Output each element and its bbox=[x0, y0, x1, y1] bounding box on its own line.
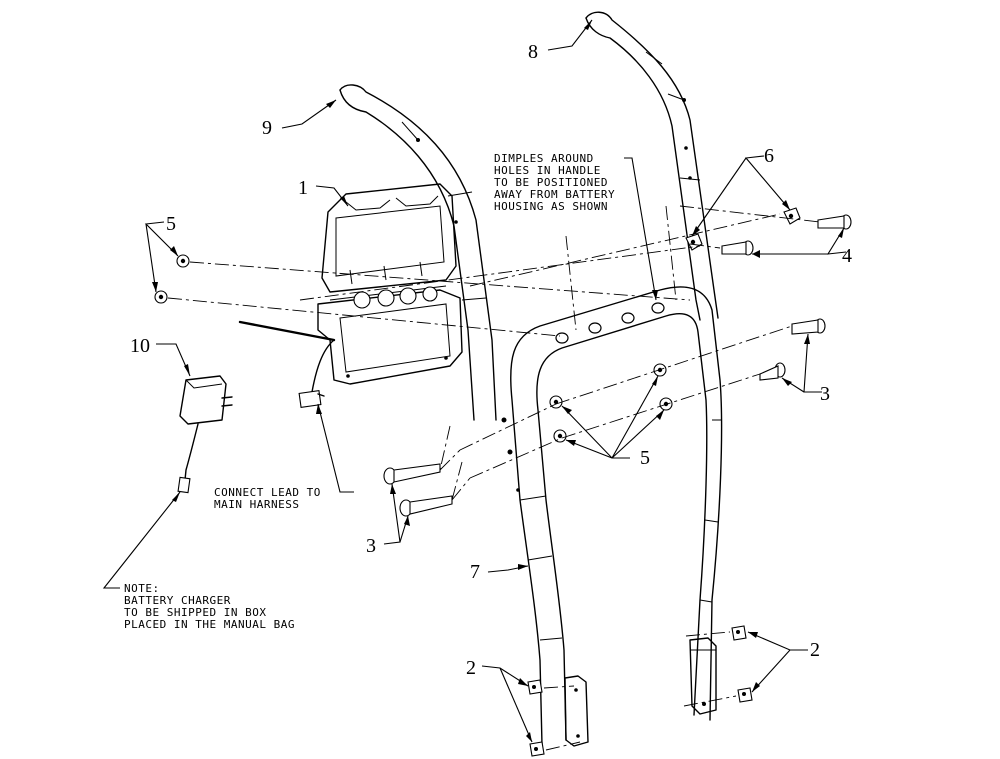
connect-lead-note: CONNECT LEAD TO MAIN HARNESS bbox=[214, 486, 321, 511]
leader-lines bbox=[102, 19, 847, 743]
callout-8: 8 bbox=[528, 41, 538, 63]
left-upper-handle-tube bbox=[339, 84, 497, 421]
screw-lower-left-b bbox=[529, 741, 545, 757]
dimples-note-line-3: TO BE POSITIONED bbox=[494, 176, 608, 189]
callout-3-left: 3 bbox=[366, 535, 376, 557]
dimples-note-line-2: HOLES IN HANDLE bbox=[494, 164, 601, 177]
charger-note-line-3: TO BE SHIPPED IN BOX bbox=[124, 606, 266, 619]
charger-note-line-2: BATTERY CHARGER bbox=[124, 594, 231, 607]
bolt-right-upper bbox=[791, 318, 826, 335]
bolt-4-lower bbox=[721, 240, 754, 256]
callout-7: 7 bbox=[470, 561, 480, 583]
connect-note-line-2: MAIN HARNESS bbox=[214, 498, 299, 511]
callout-1: 1 bbox=[298, 177, 308, 199]
bolt-left-lower bbox=[399, 495, 453, 517]
battery-housing bbox=[238, 183, 463, 408]
screw-lower-right-b bbox=[737, 687, 753, 703]
callout-9: 9 bbox=[262, 117, 272, 139]
nut-left-upper bbox=[176, 254, 190, 268]
spacer-upper bbox=[783, 207, 801, 225]
screw-lower-right-a bbox=[731, 625, 747, 641]
callout-3-right: 3 bbox=[820, 383, 830, 405]
charger-note-line-4: PLACED IN THE MANUAL BAG bbox=[124, 618, 295, 631]
screw-lower-left-a bbox=[527, 679, 543, 695]
nut-centre-b bbox=[553, 429, 567, 443]
main-lower-handle bbox=[501, 286, 723, 746]
charger-note: NOTE: BATTERY CHARGER TO BE SHIPPED IN B… bbox=[124, 582, 295, 631]
right-upper-handle-tube bbox=[585, 11, 719, 321]
callout-6: 6 bbox=[764, 145, 774, 167]
callout-4: 4 bbox=[842, 245, 852, 267]
callout-2-left: 2 bbox=[466, 657, 476, 679]
bolt-4-upper bbox=[817, 214, 852, 230]
callout-2-right: 2 bbox=[810, 639, 820, 661]
dimples-note-line-5: HOUSING AS SHOWN bbox=[494, 200, 608, 213]
dimples-note: DIMPLES AROUND HOLES IN HANDLE TO BE POS… bbox=[494, 152, 615, 213]
callout-5-left: 5 bbox=[166, 213, 176, 235]
dimples-note-line-1: DIMPLES AROUND bbox=[494, 152, 594, 165]
callout-labels: 1 2 2 3 3 4 5 5 6 7 8 9 10 bbox=[130, 41, 852, 679]
assembly-centerlines bbox=[167, 205, 821, 751]
callout-10: 10 bbox=[130, 335, 150, 357]
bolt-right-lower bbox=[759, 362, 786, 381]
nut-centre-d bbox=[659, 397, 673, 411]
connect-note-line-1: CONNECT LEAD TO bbox=[214, 486, 321, 499]
nut-left-lower bbox=[154, 290, 168, 304]
lower-right-bracket bbox=[689, 637, 717, 715]
callout-5-centre: 5 bbox=[640, 447, 650, 469]
bolt-left-upper bbox=[383, 463, 441, 485]
lower-left-bracket bbox=[564, 675, 589, 747]
dimples-note-line-4: AWAY FROM BATTERY bbox=[494, 188, 615, 201]
battery-charger bbox=[177, 375, 233, 494]
charger-note-line-1: NOTE: bbox=[124, 582, 160, 595]
